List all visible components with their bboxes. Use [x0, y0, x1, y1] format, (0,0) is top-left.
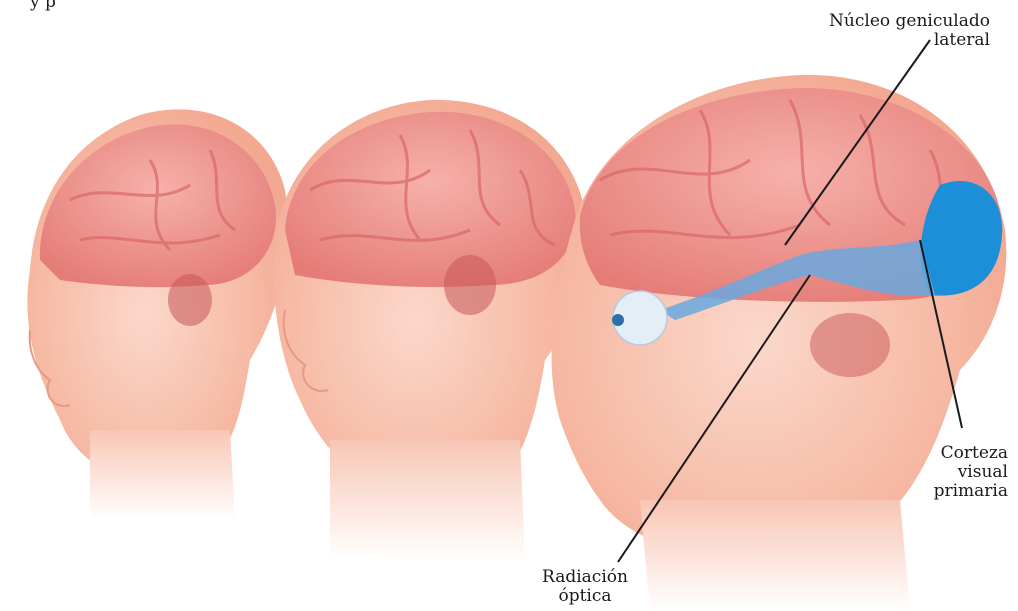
label-lgn: Núcleo geniculado lateral — [770, 12, 990, 50]
label-optic-radiation-line2: óptica — [515, 587, 655, 606]
label-optic-radiation-line1: Radiación — [515, 568, 655, 587]
label-optic-radiation: Radiación óptica — [515, 568, 655, 606]
label-visual-cortex-line2: visual — [890, 463, 1008, 482]
child-head — [552, 75, 1007, 611]
label-visual-cortex-line3: primaria — [890, 482, 1008, 501]
infant-head-newborn — [27, 109, 288, 520]
label-visual-cortex-line1: Corteza — [890, 444, 1008, 463]
label-visual-cortex: Corteza visual primaria — [890, 444, 1008, 501]
label-lgn-line2: lateral — [770, 31, 990, 50]
label-lgn-line1: Núcleo geniculado — [770, 12, 990, 31]
infant-head-older — [274, 100, 588, 560]
